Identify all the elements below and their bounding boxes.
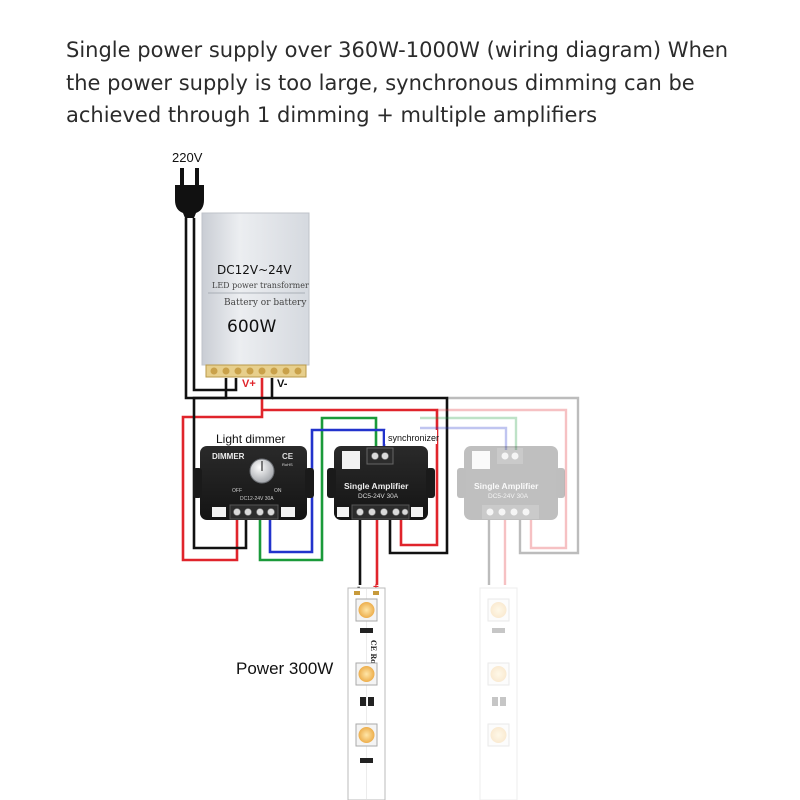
dimmer-terminals — [233, 508, 275, 516]
dimmer-rohs: RoHS — [282, 462, 293, 467]
strip-resistor-2 — [360, 697, 366, 706]
amplifier-label-right — [411, 507, 423, 517]
power-supply-terminals — [210, 367, 302, 375]
amplifier-caption: synchronizer — [388, 433, 439, 443]
power-supply-voltage: DC12V~24V — [217, 263, 292, 277]
dimmer-name: DIMMER — [212, 452, 245, 461]
strip-marking: CE RoHs — [369, 640, 378, 674]
power-supply-line2: Battery or battery — [224, 298, 307, 308]
dimmer-terminal-block — [229, 504, 279, 520]
dimmer-on: ON — [274, 488, 282, 494]
power-supply-line1: LED power transformer — [212, 281, 309, 290]
strip-led-2-chip — [358, 666, 375, 682]
amplifier-label-left — [337, 507, 349, 517]
mains-plug: 220V — [172, 150, 204, 218]
amplifier-caption-box — [385, 430, 437, 444]
amplifier-spec: DC5-24V 30A — [358, 493, 399, 500]
amplifier-signal-block — [366, 447, 394, 465]
dimmer-label-left — [212, 507, 226, 517]
strip-resistor-1 — [360, 628, 373, 633]
strip-resistor-4 — [360, 758, 373, 763]
signal-wire-green — [258, 416, 378, 562]
amplifier-signal-terminal-2 — [381, 452, 389, 460]
extension-wires — [420, 396, 580, 585]
dimmer-mount-right — [305, 468, 314, 498]
plug-icon — [175, 185, 204, 218]
dimmer-mount-left — [193, 468, 202, 498]
plug-prong-right — [195, 168, 199, 186]
strip-power-label: Power 300W — [236, 659, 333, 678]
amplifier-mount-right — [426, 468, 435, 498]
vplus-wire-amplifier — [262, 408, 439, 547]
single-amplifier: synchronizer Single Amplifier DC5-24V 30… — [327, 430, 439, 520]
dimmer-ce: CE — [282, 452, 294, 461]
dimmer-label-right — [281, 507, 295, 517]
strip-led-3-chip — [358, 727, 375, 743]
mains-label: 220V — [172, 150, 203, 165]
vminus-wire-amplifier — [272, 396, 449, 555]
strip-pad-1 — [354, 591, 360, 595]
light-dimmer: Light dimmer DIMMER OFF ON DC12-24V 30A … — [193, 432, 314, 520]
extension-amplifier: Single Amplifier DC5-24V 30A — [457, 446, 565, 520]
extension-amplifier-name: Single Amplifier — [474, 481, 539, 491]
power-supply-wattage: 600W — [227, 317, 276, 337]
dimmer-body — [200, 446, 307, 520]
strip-pad-2 — [373, 591, 379, 595]
power-supply-vplus: V+ — [242, 378, 256, 390]
dimmer-caption: Light dimmer — [216, 432, 285, 446]
strip-resistor-3 — [368, 697, 374, 706]
power-supply-terminal-strip — [205, 364, 307, 378]
power-supply: DC12V~24V LED power transformer Battery … — [201, 212, 310, 390]
dimmer-off: OFF — [232, 488, 242, 494]
plug-prong-left — [180, 168, 184, 186]
amplifier-signal-label — [342, 451, 360, 469]
extension-led-strip — [479, 587, 518, 800]
amplifier-signal-terminal-1 — [371, 452, 379, 460]
strip-led-1-chip — [358, 602, 375, 618]
extension-amplifier-spec: DC5-24V 30A — [488, 493, 529, 500]
amplifier-terminals — [356, 508, 409, 516]
dimmer-spec: DC12-24V 30A — [240, 496, 274, 502]
led-strip: - + CE RoHs — [347, 582, 386, 800]
page-title: Single power supply over 360W-1000W (wir… — [66, 38, 729, 127]
power-supply-body — [201, 212, 310, 366]
mains-wire-2 — [192, 218, 238, 392]
amplifier-name: Single Amplifier — [344, 481, 409, 491]
power-supply-vminus: V- — [277, 378, 288, 390]
amplifier-mount-left — [327, 468, 336, 498]
